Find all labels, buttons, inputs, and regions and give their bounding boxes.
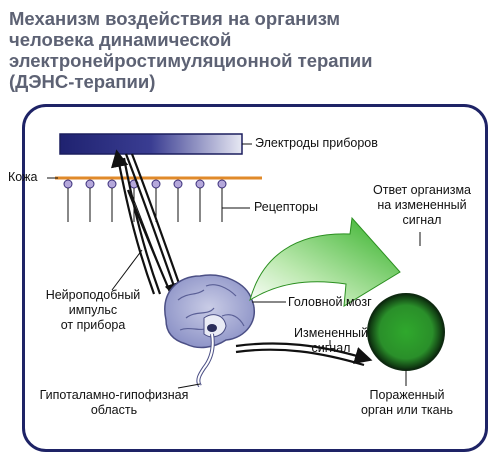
brain-label: Головной мозг	[288, 295, 372, 309]
receptor-row	[63, 179, 227, 222]
impulse-label-line-3: от прибора	[60, 318, 126, 332]
hypothalamus-line-2: область	[90, 403, 138, 417]
receptor-7	[195, 179, 205, 222]
impulse-label: Нейроподобный импульс от прибора	[34, 288, 152, 333]
impulse-path	[111, 149, 184, 301]
changed-signal-line-2: сигнал	[311, 341, 351, 355]
response-label-line-1: Ответ организма	[373, 183, 471, 197]
response-arrow	[249, 216, 401, 307]
response-label-line-2: на измененный	[377, 198, 467, 212]
receptors-label: Рецепторы	[254, 200, 318, 214]
title-line-3: электронейростимуляционной терапии	[9, 50, 373, 71]
response-label: Ответ организма на измененный сигнал	[362, 183, 482, 228]
hypo-leader	[177, 383, 201, 389]
receptor-6	[173, 179, 183, 222]
diagram-title: Механизм воздействия на организм человек…	[9, 8, 489, 92]
organ-label-line-1: Пораженный	[369, 388, 445, 402]
impulse-label-line-1: Нейроподобный	[45, 288, 141, 302]
changed-signal-label: Измененный сигнал	[284, 326, 378, 356]
skin-label: Кожа	[8, 170, 38, 184]
impulse-label-line-2: импульс	[68, 303, 118, 317]
impulse-leader	[111, 249, 143, 291]
hypothalamus-label: Гипоталамно-гипофизная область	[38, 388, 190, 418]
organ-label: Пораженный орган или ткань	[352, 388, 462, 418]
hypothalamus-line-1: Гипоталамно-гипофизная	[39, 388, 189, 402]
brain-illustration	[164, 274, 255, 388]
receptor-2	[85, 179, 95, 222]
changed-signal-line-1: Измененный	[294, 326, 368, 340]
receptor-1	[63, 179, 73, 222]
receptor-3	[107, 179, 117, 222]
electrodes-label: Электроды приборов	[255, 136, 378, 150]
changed-signal-path	[235, 342, 373, 367]
organ-circle	[367, 293, 445, 371]
receptor-8	[217, 179, 227, 222]
organ-label-line-2: орган или ткань	[360, 403, 454, 417]
electrode-bar	[59, 133, 243, 155]
title-line-1: Механизм воздействия на организм	[9, 8, 341, 29]
response-label-line-3: сигнал	[402, 213, 442, 227]
title-line-2: человека динамической	[9, 29, 232, 50]
title-line-4: (ДЭНС-терапии)	[9, 71, 156, 92]
diagram-frame	[22, 104, 488, 452]
